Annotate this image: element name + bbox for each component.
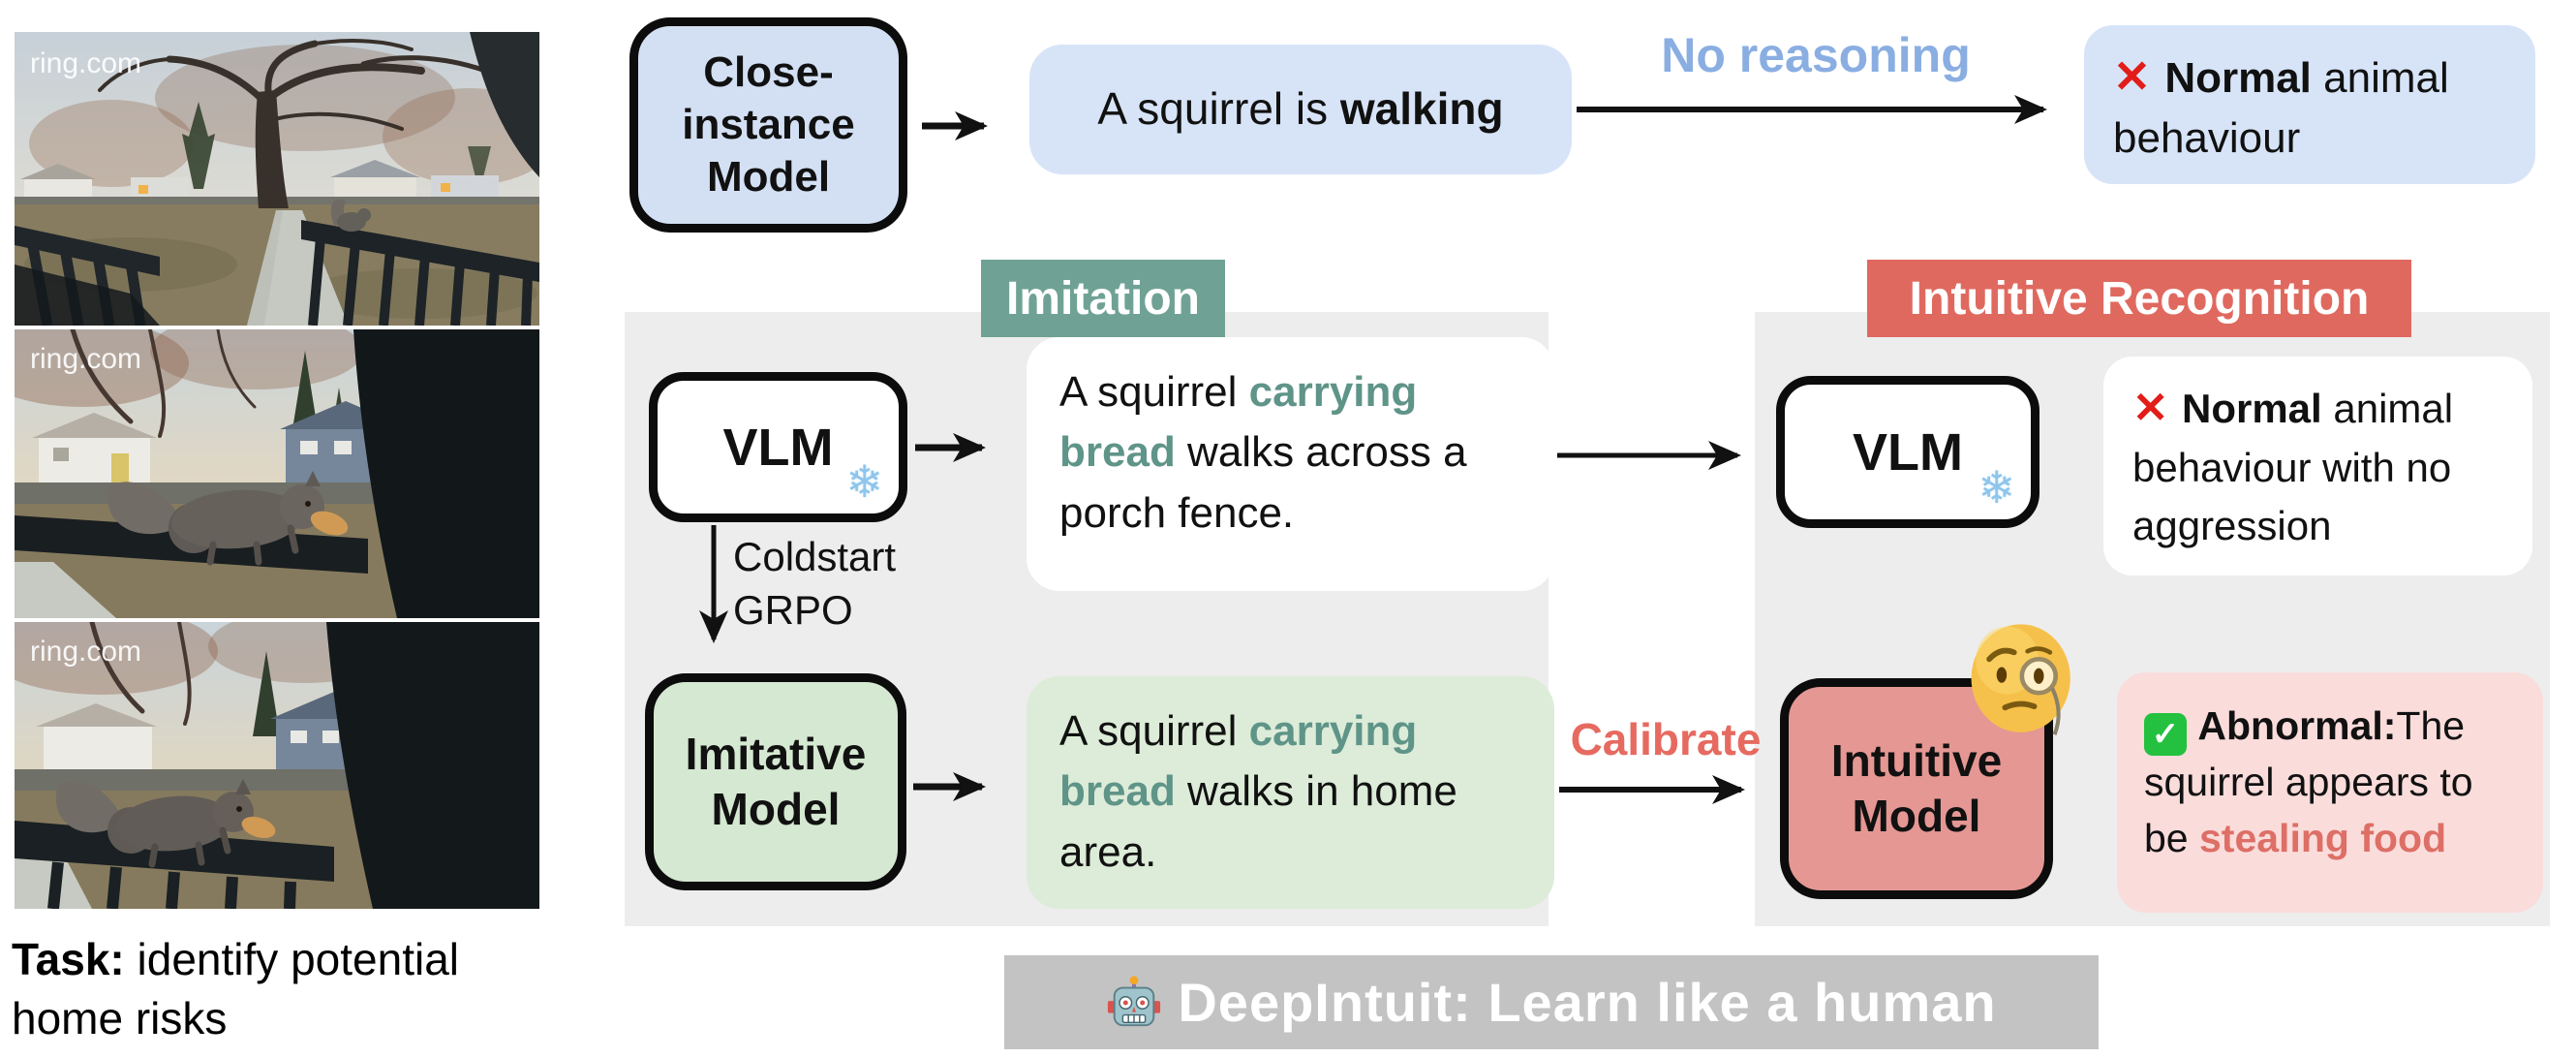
verdict-box-abnormal: ✓ Abnormal:The squirrel appears to be st…: [2117, 672, 2543, 913]
calibrate-label: Calibrate: [1570, 714, 1762, 764]
task-text: identify potential home risks: [12, 934, 459, 1043]
squirrel-crossing-scene: ring.com: [15, 622, 539, 909]
porch-post: [353, 329, 539, 618]
caption-box-walking: A squirrel is walking: [1029, 45, 1572, 174]
coldstart-grpo-label: Coldstart GRPO: [733, 534, 897, 633]
robot-icon: [1108, 975, 1161, 1026]
porch-post: [326, 622, 539, 909]
squirrel-with-bread: [55, 779, 276, 868]
close-instance-model-box: Close- instance Model: [629, 17, 907, 233]
bread: [310, 511, 349, 536]
railing-balusters: [47, 861, 296, 909]
imitation-header: Imitation: [981, 260, 1225, 337]
caption-box-home-area: A squirrel carrying bread walks in home …: [1027, 676, 1554, 909]
tree-trunk: [255, 90, 289, 208]
recognition-header: Intuitive Recognition: [1867, 260, 2411, 337]
bread: [241, 816, 276, 839]
cross-icon: ✕: [2132, 385, 2171, 432]
verdict-box-no-aggression: ✕ Normal animal behaviour with no aggres…: [2103, 357, 2532, 576]
deepintuit-banner: DeepIntuit: Learn like a human: [1004, 955, 2099, 1049]
caption-box-porch-fence: A squirrel carrying bread walks across a…: [1027, 337, 1554, 591]
right-railing: [301, 220, 539, 282]
no-reasoning-label: No reasoning: [1661, 28, 1971, 82]
vlm-label: VLM: [722, 418, 834, 477]
vlm-box-imitation: VLM ❄: [649, 372, 907, 522]
ring-camera-photo-2: ring.com: [15, 329, 539, 618]
check-icon: ✓: [2144, 713, 2187, 757]
banner-text: DeepIntuit: Learn like a human: [1178, 972, 1997, 1033]
porch-wide-scene: ring.com: [15, 32, 539, 326]
ring-watermark: ring.com: [30, 47, 141, 79]
left-railing: [15, 226, 160, 276]
task-label: Task:: [12, 934, 125, 984]
task-caption: Task: identify potential home risks: [12, 930, 578, 1047]
porch-ceiling-corner: [470, 32, 539, 177]
ring-watermark: ring.com: [30, 636, 141, 668]
squirrel-closeup-scene: ring.com: [15, 329, 539, 618]
snowflake-icon: ❄: [845, 456, 883, 507]
tree-branches: [98, 39, 502, 131]
ring-watermark: ring.com: [30, 343, 141, 375]
caption-walking-text: A squirrel is walking: [1097, 83, 1504, 135]
squirrel-with-bread: [107, 471, 349, 566]
ring-camera-photo-3: ring.com: [15, 622, 539, 909]
vlm-label: VLM: [1853, 422, 1963, 482]
imitative-model-box: Imitative Model: [645, 673, 906, 890]
ring-camera-photo-1: ring.com: [15, 32, 539, 326]
squirrel: [330, 199, 371, 232]
vlm-box-recognition: VLM ❄: [1776, 376, 2039, 528]
sidewalk: [15, 562, 116, 618]
verdict-box-normal: ✕ Normal animal behaviour: [2084, 25, 2535, 184]
face-with-monocle-icon: [1971, 624, 2070, 735]
porch-railing: [15, 821, 334, 882]
cross-icon: ✕: [2113, 51, 2154, 102]
snowflake-icon: ❄: [1978, 462, 2015, 513]
right-railing-slats: [308, 236, 533, 326]
